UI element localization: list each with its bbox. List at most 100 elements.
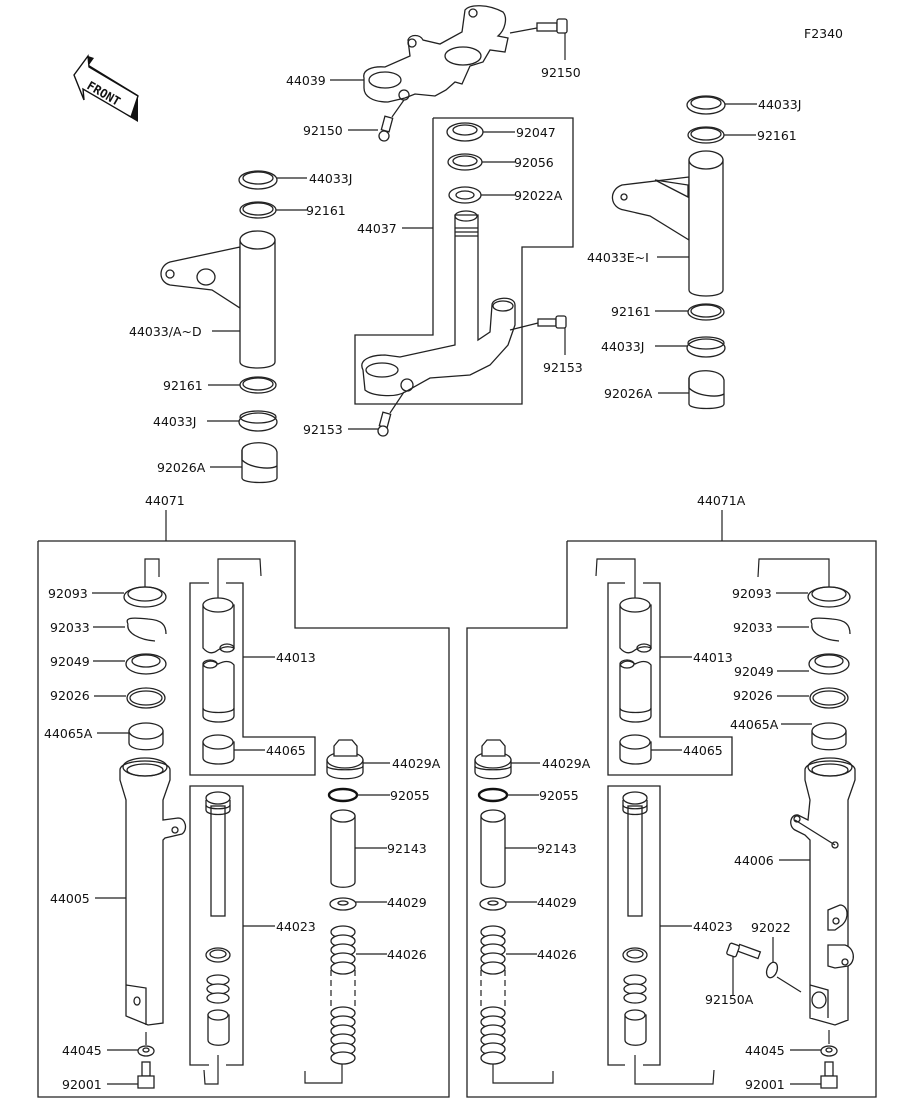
part-label-44033J-left-top[interactable]: 44033J (309, 171, 352, 186)
handle-tube-right-part[interactable] (611, 150, 724, 297)
upper-bracket-part[interactable] (363, 5, 509, 103)
gasket-44045-right[interactable] (820, 1045, 838, 1057)
washer-92022[interactable] (765, 961, 780, 979)
seat-44029-left[interactable] (329, 897, 357, 911)
damper-rod-44023-left[interactable] (205, 791, 231, 1046)
part-label-44029-right[interactable]: 44029 (537, 895, 577, 910)
part-label-92161-left-bottom[interactable]: 92161 (163, 378, 203, 393)
oil-seal-92049-right[interactable] (808, 653, 850, 675)
ring-44033J-right-top[interactable] (686, 95, 726, 115)
cap-bolt-44029A-left[interactable] (326, 739, 364, 780)
cap-bolt-44029A-right[interactable] (474, 739, 512, 780)
part-label-92161-left-top[interactable]: 92161 (306, 203, 346, 218)
part-label-92049-right[interactable]: 92049 (734, 664, 774, 679)
spring-44026-left[interactable] (330, 925, 356, 1065)
dust-seal-92093-left[interactable] (123, 586, 167, 608)
spacer-92143-left[interactable] (330, 809, 356, 888)
cover-92026A-left[interactable] (241, 442, 278, 484)
part-label-44033E-I[interactable]: 44033E~I (587, 250, 649, 265)
part-label-92026-right[interactable]: 92026 (733, 688, 773, 703)
part-label-44023-left[interactable]: 44023 (276, 919, 316, 934)
ring-44033J-left-top[interactable] (238, 170, 278, 190)
part-label-44045-right[interactable]: 44045 (745, 1043, 785, 1058)
part-label-92022A[interactable]: 92022A (514, 188, 563, 203)
part-label-92150A[interactable]: 92150A (705, 992, 754, 1007)
part-label-92153-right[interactable]: 92153 (543, 360, 583, 375)
part-label-44029A-left[interactable]: 44029A (392, 756, 441, 771)
part-label-92150-upper[interactable]: 92150 (541, 65, 581, 80)
dust-seal-92093-right[interactable] (807, 586, 851, 608)
part-label-44005[interactable]: 44005 (50, 891, 90, 906)
bolt-92150-lower[interactable] (378, 115, 394, 142)
ring-44033J-right-bottom[interactable] (686, 336, 726, 358)
clip-92033-right[interactable] (810, 617, 851, 642)
ring-44033J-left-bottom[interactable] (238, 410, 278, 432)
cover-92026A-right[interactable] (688, 370, 725, 410)
outer-tube-44005[interactable] (119, 757, 187, 1026)
part-label-44065-right[interactable]: 44065 (683, 743, 723, 758)
washer-92022A[interactable] (448, 186, 482, 204)
part-label-92161-right-top[interactable]: 92161 (757, 128, 797, 143)
part-label-44039[interactable]: 44039 (286, 73, 326, 88)
bolt-92153-right[interactable] (537, 315, 567, 329)
part-label-92026A-right[interactable]: 92026A (604, 386, 653, 401)
part-label-44029-left[interactable]: 44029 (387, 895, 427, 910)
part-label-92026A-left[interactable]: 92026A (157, 460, 206, 475)
bushing-group-44013-left[interactable] (202, 597, 235, 723)
part-label-92001-right[interactable]: 92001 (745, 1077, 785, 1092)
part-label-92093-left[interactable]: 92093 (48, 586, 88, 601)
handle-tube-left-part[interactable] (160, 230, 276, 369)
part-label-92001-left[interactable]: 92001 (62, 1077, 102, 1092)
part-label-44033J-left-bottom[interactable]: 44033J (153, 414, 196, 429)
part-label-44033J-right-bottom[interactable]: 44033J (601, 339, 644, 354)
part-label-44065-left[interactable]: 44065 (266, 743, 306, 758)
oil-seal-92049-left[interactable] (125, 653, 167, 675)
ring-92161-left-bottom[interactable] (239, 376, 277, 394)
bushing-group-44013-right[interactable] (619, 597, 652, 723)
ring-92161-left-top[interactable] (239, 201, 277, 219)
part-label-44023-right[interactable]: 44023 (693, 919, 733, 934)
part-label-92055-right[interactable]: 92055 (539, 788, 579, 803)
part-label-44045-left[interactable]: 44045 (62, 1043, 102, 1058)
part-label-44029A-right[interactable]: 44029A (542, 756, 591, 771)
seal-92047[interactable] (446, 122, 484, 142)
part-label-92143-right[interactable]: 92143 (537, 841, 577, 856)
part-label-44026-right[interactable]: 44026 (537, 947, 577, 962)
bushing-44065-left[interactable] (202, 734, 235, 765)
gasket-44045-left[interactable] (137, 1045, 155, 1057)
part-label-92049-left[interactable]: 92049 (50, 654, 90, 669)
ring-92161-right-top[interactable] (687, 126, 725, 144)
assembly-label-44071A[interactable]: 44071A (697, 493, 746, 508)
outer-tube-44006[interactable] (790, 757, 856, 1026)
part-label-92161-right-bottom[interactable]: 92161 (611, 304, 651, 319)
part-label-92033-left[interactable]: 92033 (50, 620, 90, 635)
part-label-44037[interactable]: 44037 (357, 221, 397, 236)
damper-rod-44023-right[interactable] (622, 791, 648, 1046)
part-label-92143-left[interactable]: 92143 (387, 841, 427, 856)
part-label-92033-right[interactable]: 92033 (733, 620, 773, 635)
spring-44026-right[interactable] (480, 925, 506, 1065)
bushing-44065-right[interactable] (619, 734, 652, 765)
axle-bolt-92150A[interactable] (726, 942, 762, 960)
part-label-44013-left[interactable]: 44013 (276, 650, 316, 665)
part-label-44033-A-D[interactable]: 44033/A~D (129, 324, 202, 339)
o-ring-92055-right[interactable] (477, 787, 509, 803)
bushing-44065A-left[interactable] (128, 722, 164, 751)
spacer-92143-right[interactable] (480, 809, 506, 888)
part-label-92055-left[interactable]: 92055 (390, 788, 430, 803)
assembly-label-44071[interactable]: 44071 (145, 493, 185, 508)
clip-92033-left[interactable] (126, 617, 167, 642)
part-label-92022[interactable]: 92022 (751, 920, 791, 935)
bolt-92153-left[interactable] (377, 411, 392, 437)
steering-stem-part[interactable] (361, 210, 516, 397)
part-label-44033J-right-top[interactable]: 44033J (758, 97, 801, 112)
seat-44029-right[interactable] (479, 897, 507, 911)
part-label-92026-left[interactable]: 92026 (50, 688, 90, 703)
bolt-92001-right[interactable] (820, 1061, 838, 1089)
bolt-92001-left[interactable] (137, 1061, 155, 1089)
o-ring-92055-left[interactable] (327, 787, 359, 803)
part-label-44065A-left[interactable]: 44065A (44, 726, 93, 741)
bolt-92150-upper[interactable] (536, 18, 568, 34)
part-label-92056[interactable]: 92056 (514, 155, 554, 170)
part-label-92153-left[interactable]: 92153 (303, 422, 343, 437)
